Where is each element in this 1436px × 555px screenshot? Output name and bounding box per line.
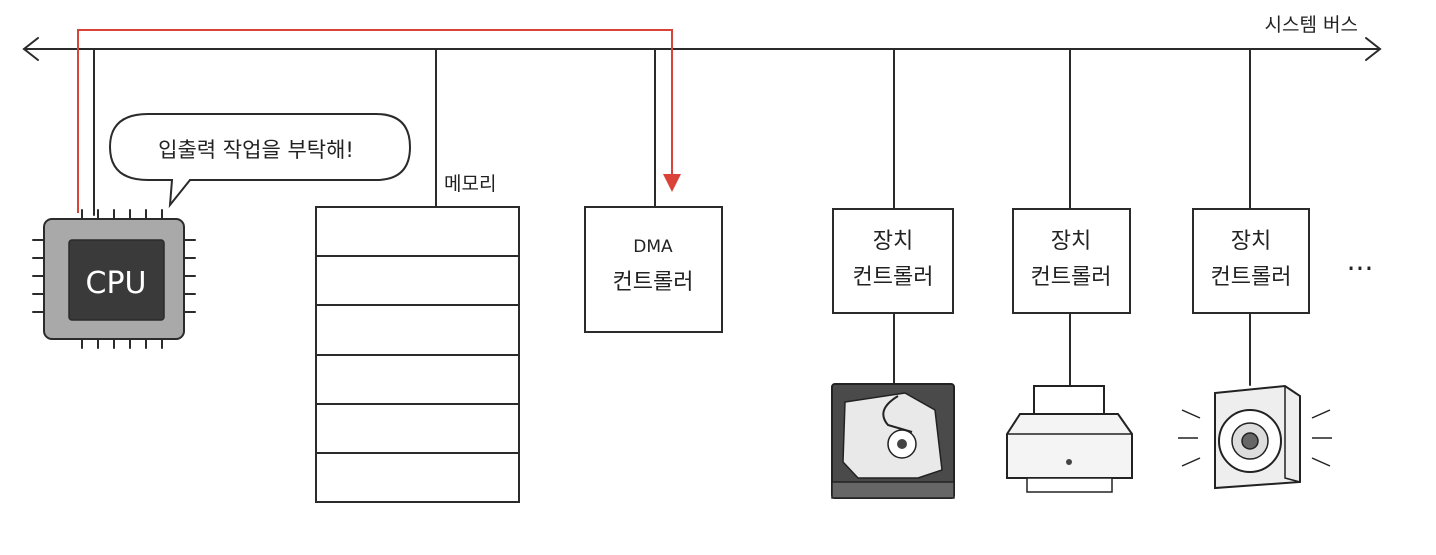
system-bus: 시스템 버스 (22, 14, 1382, 61)
system-bus-label: 시스템 버스 (1265, 14, 1358, 36)
cpu-label: CPU (86, 266, 147, 301)
speech-bubble-shape (108, 113, 412, 209)
device-controller-2-line2: 컨트롤러 (1031, 265, 1112, 290)
dma-controller-box (584, 206, 723, 333)
cpu-core (68, 239, 165, 321)
memory-label: 메모리 (444, 173, 496, 195)
speech-bubble-text: 입출력 작업을 부탁해! (158, 138, 354, 162)
device-controller-3-box (1192, 208, 1310, 314)
hard-disk-icon (831, 383, 955, 499)
device-controller-2: 장치 컨트롤러 (1006, 48, 1133, 493)
device-controller-3-line2: 컨트롤러 (1211, 265, 1292, 290)
device-controller-1: 장치 컨트롤러 (831, 48, 955, 499)
bus-left-arrowhead (22, 37, 39, 61)
device-controller-3-line1: 장치 (1231, 229, 1271, 254)
cpu-to-dma-request-arrow (77, 29, 681, 213)
speaker-icon (1178, 384, 1332, 490)
device-controller-2-box (1012, 208, 1131, 314)
more-devices-ellipsis: ··· (1347, 252, 1374, 285)
device-controller-1-line1: 장치 (873, 229, 913, 254)
bus-right-arrowhead (1365, 37, 1382, 61)
cpu-chip: CPU (32, 48, 196, 349)
dma-label-line1: DMA (633, 237, 673, 257)
memory: 메모리 (315, 48, 520, 503)
device-controller-1-line2: 컨트롤러 (853, 265, 934, 290)
dma-controller: DMA 컨트롤러 (584, 48, 723, 333)
device-controller-2-line1: 장치 (1051, 229, 1091, 254)
request-arrowhead (663, 174, 681, 192)
dma-label-line2: 컨트롤러 (613, 270, 694, 295)
device-controller-1-box (832, 208, 954, 314)
cpu-speech-bubble: 입출력 작업을 부탁해! (108, 113, 412, 209)
request-arrow-path (77, 29, 673, 213)
printer-icon (1006, 385, 1133, 493)
device-controller-3: 장치 컨트롤러 (1178, 48, 1332, 490)
